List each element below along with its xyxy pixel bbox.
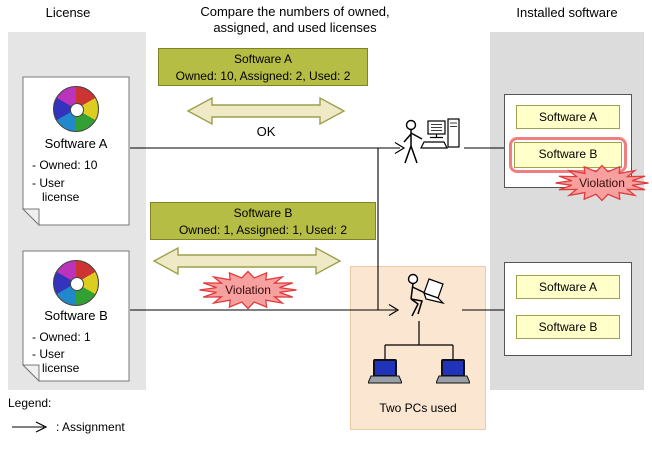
user-with-desktop-icon — [403, 118, 460, 164]
compare-box-detail: Owned: 1, Assigned: 1, Used: 2 — [178, 223, 348, 237]
license-type: - User license — [32, 176, 80, 204]
violation-label: Violation — [225, 283, 271, 297]
license-name: Software B — [44, 308, 108, 323]
double-arrow-icon — [186, 96, 346, 126]
compare-box-title: Software A — [233, 52, 293, 66]
license-name: Software A — [44, 136, 108, 151]
compare-result-ok: OK — [256, 124, 276, 139]
connector-lines — [384, 321, 454, 359]
two-pcs-box: Two PCs used — [350, 266, 486, 430]
assignment-arrow-icon — [12, 421, 48, 433]
two-pcs-caption: Two PCs used — [379, 401, 457, 415]
license-owned-count: - Owned: 1 — [32, 330, 91, 344]
compare-box-software-a: Software A Owned: 10, Assigned: 2, Used:… — [158, 48, 368, 86]
legend-assignment-label: : Assignment — [56, 420, 125, 434]
installed-software-item: Software B — [514, 142, 622, 168]
compare-heading-line2: assigned, and used licenses — [213, 20, 377, 35]
violation-label: Violation — [579, 176, 625, 190]
compare-box-title: Software B — [233, 206, 293, 220]
laptop-icon — [436, 359, 470, 384]
violation-burst-compare: Violation — [198, 270, 298, 310]
license-owned-count: - Owned: 10 — [32, 158, 98, 172]
installed-software-item: Software B — [516, 315, 620, 339]
legend-assignment-row: : Assignment — [10, 420, 125, 434]
cd-disc-icon — [53, 260, 99, 306]
license-panel-title: License — [45, 5, 91, 20]
cd-disc-icon — [53, 86, 99, 132]
document-icon — [22, 250, 130, 382]
violation-burst-installed: Violation — [554, 164, 650, 202]
compare-box-detail: Owned: 10, Assigned: 2, Used: 2 — [175, 69, 351, 83]
installed-software-item: Software A — [516, 275, 620, 299]
license-type: - User license — [32, 347, 80, 375]
compare-heading: Compare the numbers of owned, assigned, … — [150, 4, 440, 36]
document-icon — [22, 76, 130, 226]
installed-group-2: Software A Software B — [504, 262, 632, 356]
laptop-icon — [368, 359, 402, 384]
installed-panel-title: Installed software — [516, 5, 618, 20]
installed-software-item: Software A — [516, 105, 620, 129]
license-doc-software-a: Software A - Owned: 10 - User license — [22, 76, 130, 226]
license-doc-software-b: Software B - Owned: 1 - User license — [22, 250, 130, 382]
starburst-icon — [555, 164, 649, 202]
compare-heading-line1: Compare the numbers of owned, — [200, 4, 390, 19]
legend-title: Legend: — [8, 396, 52, 410]
violation-highlight: Software B — [509, 137, 627, 173]
compare-box-software-b: Software B Owned: 1, Assigned: 1, Used: … — [150, 202, 376, 240]
